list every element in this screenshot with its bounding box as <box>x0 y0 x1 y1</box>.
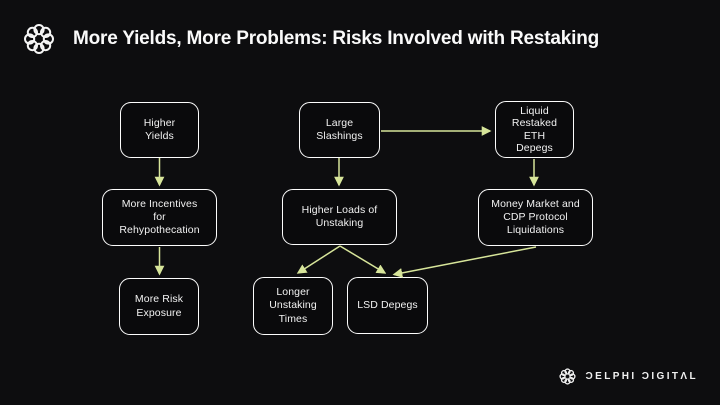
edge-higher-loads-to-longer-unstaking <box>296 245 341 274</box>
node-money-market-cdp-protocol-liquidations: Money Market and CDP Protocol Liquidatio… <box>478 189 593 246</box>
edge-higher-loads-to-lsd-depegs <box>339 245 387 274</box>
page-title: More Yields, More Problems: Risks Involv… <box>73 28 600 49</box>
header: More Yields, More Problems: Risks Involv… <box>21 21 699 57</box>
delphi-knot-icon-small <box>558 368 576 385</box>
node-large-slashings: Large Slashings <box>299 102 380 158</box>
node-more-risk-exposure: More Risk Exposure <box>119 278 199 335</box>
node-liquid-restaked-eth-depegs: Liquid Restaked ETH Depegs <box>495 101 574 158</box>
node-lsd-depegs: LSD Depegs <box>347 277 428 334</box>
node-higher-loads-of-unstaking: Higher Loads of Unstaking <box>282 189 397 245</box>
node-longer-unstaking-times: Longer Unstaking Times <box>253 277 333 335</box>
delphi-digital-wordmark: ƆELPHI ƆIGITΛL <box>585 371 698 382</box>
edge-money-market-to-lsd-depegs <box>392 246 537 278</box>
footer-brand: ƆELPHI ƆIGITΛL <box>558 367 699 386</box>
delphi-knot-icon <box>24 24 54 54</box>
node-higher-yields: Higher Yields <box>120 102 199 158</box>
node-more-incentives-for-rehypothecation: More Incentives for Rehypothecation <box>102 189 217 246</box>
